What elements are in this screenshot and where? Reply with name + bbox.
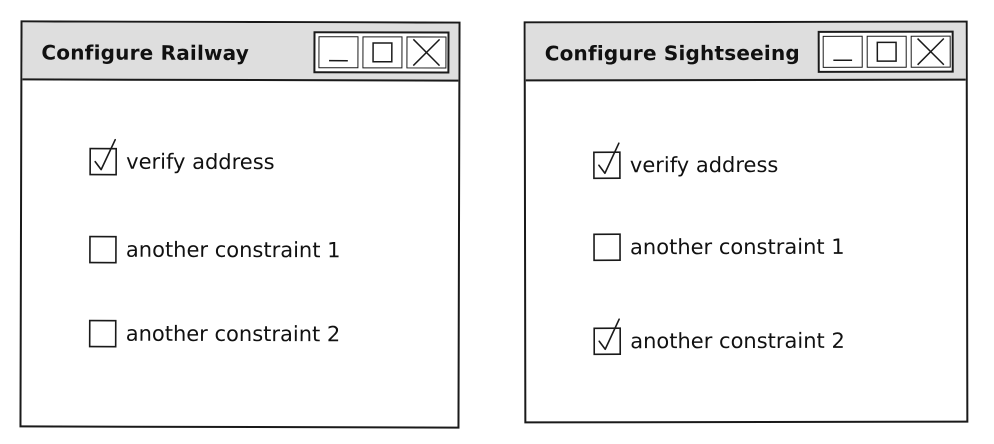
option-label: another constraint 1 xyxy=(630,234,845,259)
close-button[interactable] xyxy=(910,35,951,68)
checkbox-icon xyxy=(593,233,621,262)
title-bar[interactable]: Configure Sightseeing xyxy=(525,22,966,82)
configure-sightseeing-window: Configure Sightseeing xyxy=(523,20,969,424)
maximize-icon xyxy=(876,41,897,62)
checkbox-icon xyxy=(88,319,117,348)
option-another-constraint-1[interactable]: another constraint 1 xyxy=(593,231,845,263)
checkbox-icon xyxy=(89,138,118,176)
option-label: another constraint 2 xyxy=(125,321,341,346)
maximize-button[interactable] xyxy=(362,36,403,69)
option-label: verify address xyxy=(126,149,275,174)
close-icon xyxy=(917,38,945,66)
checkmark-icon xyxy=(598,142,620,175)
checkbox-icon xyxy=(593,142,621,180)
checkmark-icon xyxy=(598,318,620,351)
option-label: another constraint 2 xyxy=(630,328,845,353)
option-verify-address[interactable]: verify address xyxy=(593,142,779,181)
option-another-constraint-2[interactable]: another constraint 2 xyxy=(593,318,845,357)
option-verify-address[interactable]: verify address xyxy=(89,138,275,178)
minimize-icon xyxy=(833,59,853,62)
title-bar[interactable]: Configure Railway xyxy=(22,22,459,82)
maximize-icon xyxy=(372,42,393,63)
checkmark-icon xyxy=(94,138,117,171)
minimize-button[interactable] xyxy=(822,35,863,68)
maximize-button[interactable] xyxy=(866,35,907,68)
checkbox[interactable] xyxy=(89,138,118,176)
option-another-constraint-2[interactable]: another constraint 2 xyxy=(88,318,341,351)
checkbox[interactable] xyxy=(88,319,117,348)
minimize-button[interactable] xyxy=(318,36,359,69)
option-label: another constraint 1 xyxy=(125,237,341,262)
checkbox[interactable] xyxy=(593,142,621,180)
checkbox[interactable] xyxy=(89,235,117,264)
checkbox[interactable] xyxy=(593,233,621,262)
option-another-constraint-1[interactable]: another constraint 1 xyxy=(89,234,341,267)
window-title: Configure Railway xyxy=(41,40,250,66)
window-title: Configure Sightseeing xyxy=(544,40,800,66)
window-controls xyxy=(817,30,954,73)
configure-railway-window: Configure Railway xyxy=(19,20,461,429)
checkbox-icon xyxy=(593,318,622,356)
window-controls xyxy=(313,31,450,74)
minimize-icon xyxy=(329,59,348,62)
checkbox[interactable] xyxy=(593,318,622,356)
close-icon xyxy=(412,38,441,67)
option-label: verify address xyxy=(629,152,779,177)
close-button[interactable] xyxy=(406,36,447,69)
checkbox-icon xyxy=(89,235,117,264)
